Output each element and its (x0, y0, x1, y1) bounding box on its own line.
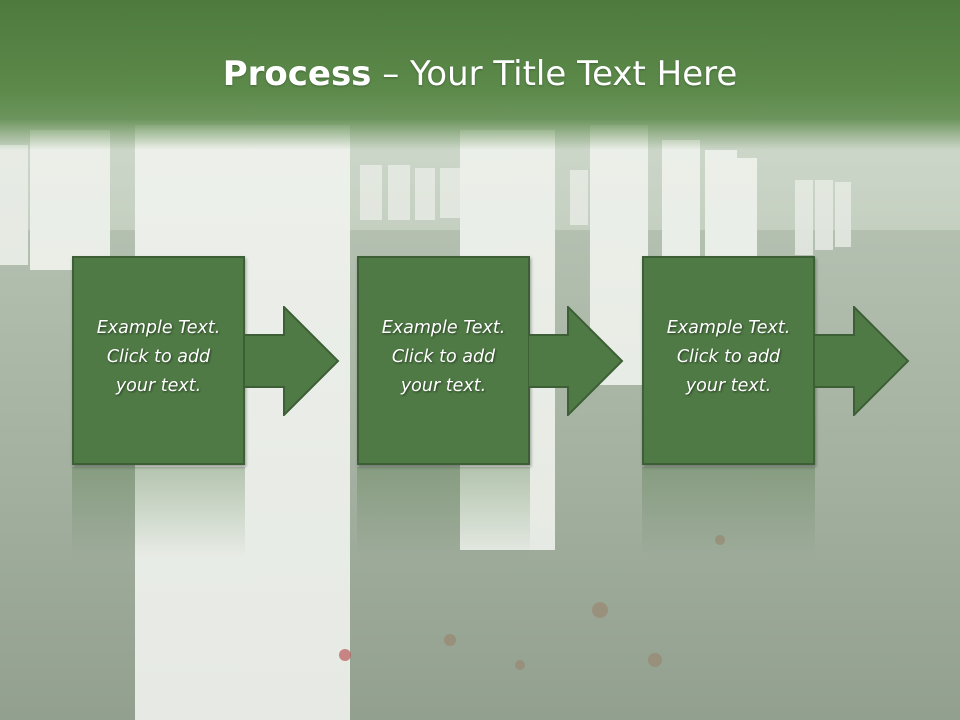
step-3-box[interactable]: Example Text. Click to add your text. (642, 256, 815, 465)
title-rest: – Your Title Text Here (371, 54, 738, 94)
step-1-box[interactable]: Example Text. Click to add your text. (72, 256, 245, 465)
title-bold: Process (222, 54, 372, 94)
step-1-reflection (72, 467, 245, 557)
step-1-line-3: your text. (115, 376, 202, 396)
step-2-line-1: Example Text. (381, 318, 506, 338)
step-1-text[interactable]: Example Text. Click to add your text. (74, 314, 243, 401)
step-2-line-3: your text. (400, 376, 487, 396)
step-2-line-2: Click to add (391, 347, 496, 367)
step-3-line-1: Example Text. (666, 318, 791, 338)
step-2-reflection (357, 467, 530, 557)
step-3-arrow-icon (814, 306, 910, 416)
step-3-line-3: your text. (685, 376, 772, 396)
title-bar (0, 0, 960, 150)
slide-title[interactable]: Process – Your Title Text Here (0, 52, 960, 96)
step-1-line-2: Click to add (106, 347, 211, 367)
step-3-reflection (642, 467, 815, 557)
step-3-text[interactable]: Example Text. Click to add your text. (644, 314, 813, 401)
step-2-box[interactable]: Example Text. Click to add your text. (357, 256, 530, 465)
step-1-arrow-icon (244, 306, 340, 416)
step-2-arrow-icon (528, 306, 624, 416)
step-3-line-2: Click to add (676, 347, 781, 367)
step-1-line-1: Example Text. (96, 318, 221, 338)
step-2-text[interactable]: Example Text. Click to add your text. (359, 314, 528, 401)
